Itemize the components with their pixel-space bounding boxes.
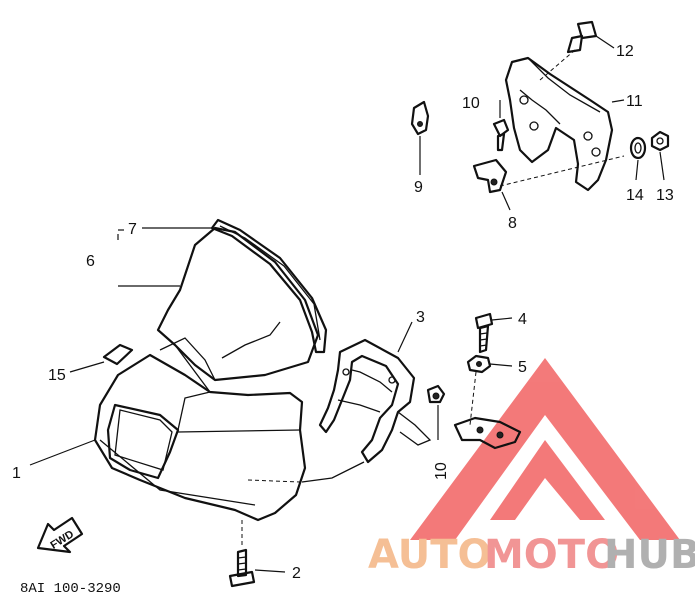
- part-screw-10-upper: [492, 118, 510, 152]
- part-windshield: [156, 226, 320, 393]
- part-stay-bracket: [318, 338, 432, 464]
- watermark-word-auto: AUTO: [368, 532, 492, 578]
- part-nut-13: [650, 130, 670, 152]
- part-bracket-11: [504, 56, 614, 192]
- part-clip-8: [472, 158, 508, 194]
- part-clip-9: [410, 100, 430, 136]
- callout-10-lower: 10: [433, 462, 450, 480]
- callout-9: 9: [414, 179, 423, 196]
- diagram-code: 8AI 100-3290: [20, 581, 121, 597]
- part-emblem: [102, 343, 134, 366]
- watermark-triangle-inner: [490, 440, 605, 520]
- fwd-label: FWD: [48, 528, 76, 551]
- callout-5: 5: [518, 359, 527, 376]
- part-nut-5: [466, 354, 492, 374]
- watermark-word-hub: HUB: [604, 532, 695, 578]
- callout-8: 8: [508, 215, 517, 232]
- watermark-triangle-outer: [410, 358, 680, 540]
- callout-labels: 1 2 3 4 5 6 7 8 9 10 10 11 12 13 14 15: [12, 43, 674, 582]
- part-screw-10-lower: [426, 384, 446, 404]
- callout-14: 14: [626, 187, 644, 204]
- callout-15: 15: [48, 367, 66, 384]
- part-bolt-4: [474, 312, 494, 354]
- part-bolt-12: [566, 20, 598, 54]
- part-mount-plate: [453, 416, 522, 450]
- callout-2: 2: [292, 565, 301, 582]
- callout-11: 11: [626, 93, 643, 110]
- callout-13: 13: [656, 187, 674, 204]
- callout-4: 4: [518, 311, 527, 328]
- callout-12: 12: [616, 43, 634, 60]
- callout-6: 6: [86, 253, 95, 270]
- callout-3: 3: [416, 309, 425, 326]
- part-washer-14: [629, 136, 647, 160]
- callout-1: 1: [12, 465, 21, 482]
- callout-7: 7: [128, 221, 137, 238]
- leader-lines: [29, 35, 665, 573]
- part-windshield-trim: [210, 218, 328, 354]
- assembly-lines: [241, 49, 625, 548]
- callout-10-upper: 10: [462, 95, 480, 112]
- part-cowling-body: [93, 353, 307, 522]
- watermark-logo: AUTO MOTO HUB: [368, 358, 695, 578]
- fwd-direction-arrow: FWD: [36, 516, 84, 554]
- watermark-word-moto: MOTO: [484, 532, 619, 578]
- part-bolt-2: [228, 548, 256, 588]
